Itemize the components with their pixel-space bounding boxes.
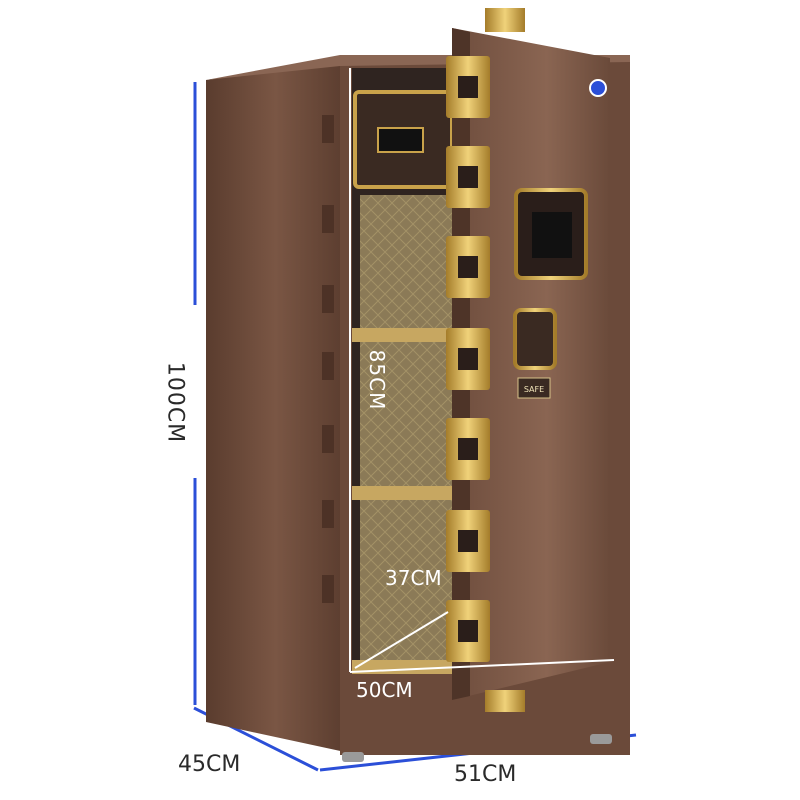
- top-hinge: [485, 8, 525, 32]
- side-ribs: [322, 115, 334, 603]
- interior-back: [360, 195, 452, 665]
- safe-side-panel: [206, 62, 345, 752]
- drawer-keypad-icon: [377, 127, 424, 153]
- door-badge-text: SAFE: [524, 385, 544, 394]
- door-handle: [513, 308, 557, 370]
- brand-logo-icon: [589, 79, 607, 97]
- inner-width-label: 50CM: [356, 678, 413, 702]
- bottom-hinge: [485, 690, 525, 712]
- depth-label: 45CM: [178, 752, 241, 777]
- safe-feet: [342, 734, 612, 762]
- shelves: [352, 328, 452, 674]
- height-label: 100CM: [162, 361, 188, 444]
- door-badge: [517, 377, 551, 399]
- inner-depth-label: 37CM: [385, 566, 442, 590]
- width-label: 51CM: [454, 762, 517, 787]
- interior-measure-lines: [349, 68, 615, 673]
- keypad-screen: [532, 212, 572, 258]
- bolt-centers: [458, 76, 478, 642]
- inner-height-label: 85CM: [365, 349, 389, 411]
